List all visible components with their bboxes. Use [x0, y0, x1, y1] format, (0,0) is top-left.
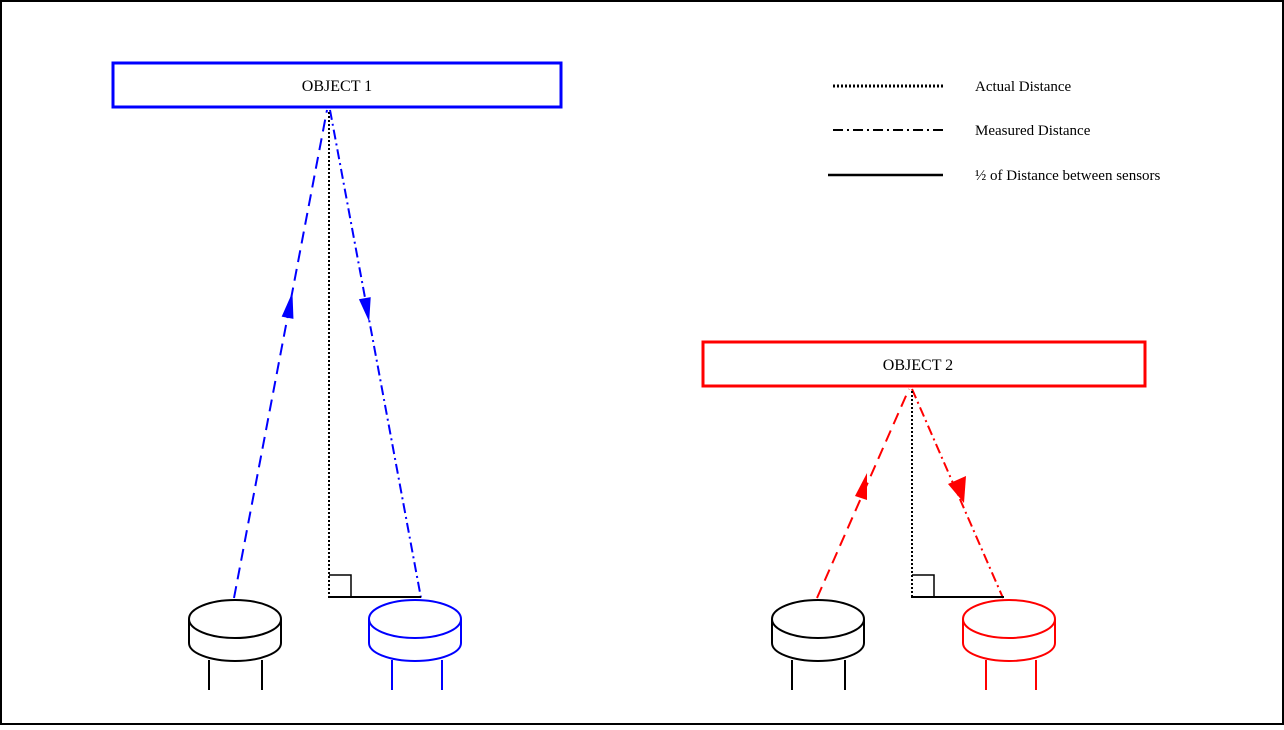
legend-measured-label: Measured Distance	[975, 123, 1091, 139]
object-1-receiver-sensor	[368, 599, 462, 690]
object-1-outgoing-ray	[233, 109, 328, 599]
object-2-down-arrow-icon	[948, 476, 966, 503]
object-1-emitter-sensor	[188, 599, 282, 690]
legend-actual-label: Actual Distance	[975, 79, 1072, 95]
object-1-label: OBJECT 1	[302, 78, 372, 95]
legend-item-half-distance: ½ of Distance between sensors	[828, 168, 1161, 184]
object-1-right-angle-icon	[329, 574, 352, 597]
object-1-down-arrow-icon	[358, 297, 371, 322]
object-1-paths	[233, 109, 422, 599]
object-2-emitter-sensor	[771, 599, 865, 690]
legend-half-distance-label: ½ of Distance between sensors	[975, 168, 1161, 184]
object-2-paths	[816, 388, 1004, 599]
object-2-label: OBJECT 2	[883, 357, 953, 374]
legend: Actual Distance Measured Distance ½ of D…	[828, 79, 1161, 184]
object-1-box: OBJECT 1	[111, 61, 563, 109]
object-2-box: OBJECT 2	[701, 340, 1147, 388]
legend-item-measured: Measured Distance	[833, 123, 1091, 139]
object-1-up-arrow-icon	[281, 292, 294, 319]
legend-item-actual: Actual Distance	[833, 79, 1072, 95]
object-1-return-ray	[329, 109, 422, 599]
object-2-return-ray	[911, 388, 1004, 599]
object-2-receiver-sensor	[962, 599, 1056, 690]
object-2-right-angle-icon	[912, 574, 935, 597]
object-2-up-arrow-icon	[855, 473, 867, 500]
